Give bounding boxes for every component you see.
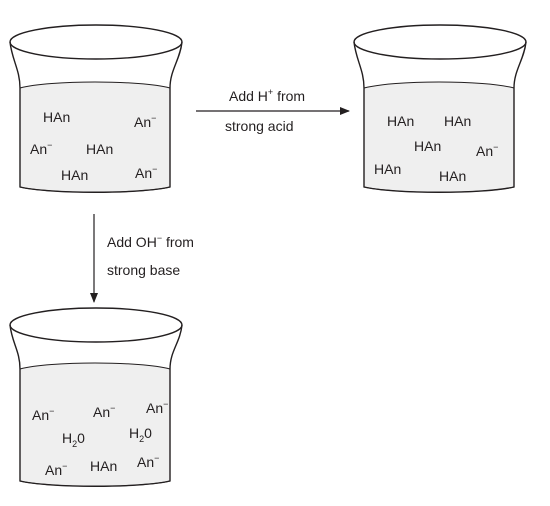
arrow-label-line1: Add H+ from: [229, 87, 305, 104]
species-label: An−: [137, 453, 159, 470]
beaker-acid: HAn HAn HAn An− HAn HAn: [353, 24, 527, 193]
species-group: HAn An− An− HAn HAn An−: [30, 109, 157, 183]
species-label: HAn: [90, 458, 117, 474]
beaker-base: An− An− An− H20 H20 An− HAn An−: [9, 307, 183, 487]
species-label: H20: [62, 430, 85, 449]
beaker-body: [9, 324, 183, 487]
beaker-rim: [9, 24, 183, 60]
species-label: HAn: [61, 167, 88, 183]
species-label: An−: [476, 142, 498, 159]
species-group: An− An− An− H20 H20 An− HAn An−: [32, 399, 168, 478]
arrow-add-base: Add OH− from strong base: [90, 214, 194, 303]
species-label: An−: [30, 140, 52, 157]
species-label: An−: [93, 403, 115, 420]
beaker-rim: [353, 24, 527, 60]
species-label: H20: [129, 425, 152, 444]
beaker-rim: [9, 307, 183, 343]
species-label: An−: [135, 164, 157, 181]
species-label: HAn: [387, 113, 414, 129]
beaker-body: [353, 41, 527, 193]
species-label: An−: [45, 461, 67, 478]
species-label: HAn: [414, 138, 441, 154]
species-label: HAn: [86, 141, 113, 157]
species-label: An−: [146, 399, 168, 416]
species-label: HAn: [444, 113, 471, 129]
arrow-label-line2: strong acid: [225, 118, 293, 134]
beaker-body: [9, 41, 183, 193]
arrow-label-line2: strong base: [107, 262, 180, 278]
species-label: HAn: [439, 168, 466, 184]
arrow-add-acid: Add H+ from strong acid: [196, 87, 350, 134]
species-label: HAn: [374, 161, 401, 177]
arrow-label-line1: Add OH− from: [107, 233, 194, 250]
beaker-initial: HAn An− An− HAn HAn An−: [9, 24, 183, 193]
species-label: An−: [32, 406, 54, 423]
species-group: HAn HAn HAn An− HAn HAn: [374, 113, 498, 184]
species-label: HAn: [43, 109, 70, 125]
species-label: An−: [134, 113, 156, 130]
